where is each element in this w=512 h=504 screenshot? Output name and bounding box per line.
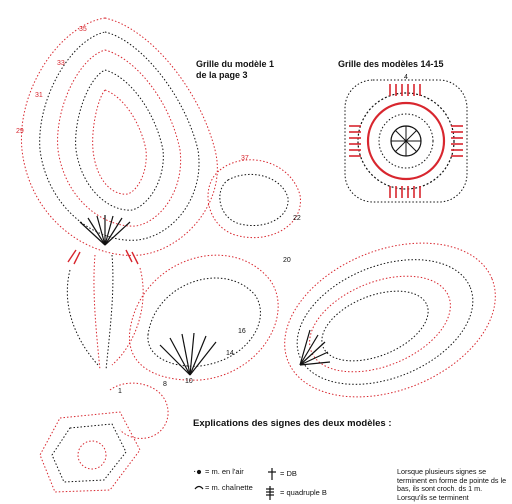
model1-small-lobe <box>207 159 301 239</box>
model14-side-bars <box>349 84 463 198</box>
legend-symbols <box>194 468 276 500</box>
round-number: 1 <box>118 388 122 395</box>
right-oval-leaf <box>284 242 496 398</box>
legend-item-text: = quadruple B <box>280 488 327 497</box>
legend-item-text: = DB <box>280 469 297 478</box>
bottom-left-flower <box>39 411 141 493</box>
round-number: 31 <box>35 92 43 99</box>
round-number: 16 <box>238 328 246 335</box>
legend-note: Lorsque plusieurs signes se terminent en… <box>397 467 507 502</box>
legend-symbol-1: · <box>193 466 197 477</box>
round-number: 14 <box>226 350 234 357</box>
model14-center-spokes <box>391 126 421 156</box>
legend-item-text: = m. en l'air <box>205 467 244 476</box>
center-fan-lobe <box>128 254 279 381</box>
round-number: 35 <box>79 26 87 33</box>
model1-title-line2: de la page 3 <box>196 70 248 80</box>
model1-stem <box>66 254 144 371</box>
model1-fan-red <box>67 249 139 265</box>
round-number: 22 <box>293 215 301 222</box>
model1-fan <box>79 215 131 246</box>
round-number: 4 <box>404 74 408 81</box>
legend-item-text: = m. chaînette <box>205 483 253 492</box>
round-number: 20 <box>283 257 291 264</box>
model1-title-line1: Grille du modèle 1 <box>196 59 275 69</box>
legend-title: Explications des signes des deux modèles… <box>193 418 392 429</box>
round-number: 10 <box>185 378 193 385</box>
round-number: 33 <box>57 60 65 67</box>
right-leaf-fan <box>299 329 331 366</box>
center-fan <box>159 332 217 376</box>
round-number: 8 <box>163 381 167 388</box>
model14-title: Grille des modèles 14-15 <box>338 59 444 69</box>
bottom-left-lobe <box>109 382 169 439</box>
round-number: 37 <box>241 155 249 162</box>
round-number: 29 <box>16 128 24 135</box>
model1-pineapple-lobe <box>20 17 218 256</box>
